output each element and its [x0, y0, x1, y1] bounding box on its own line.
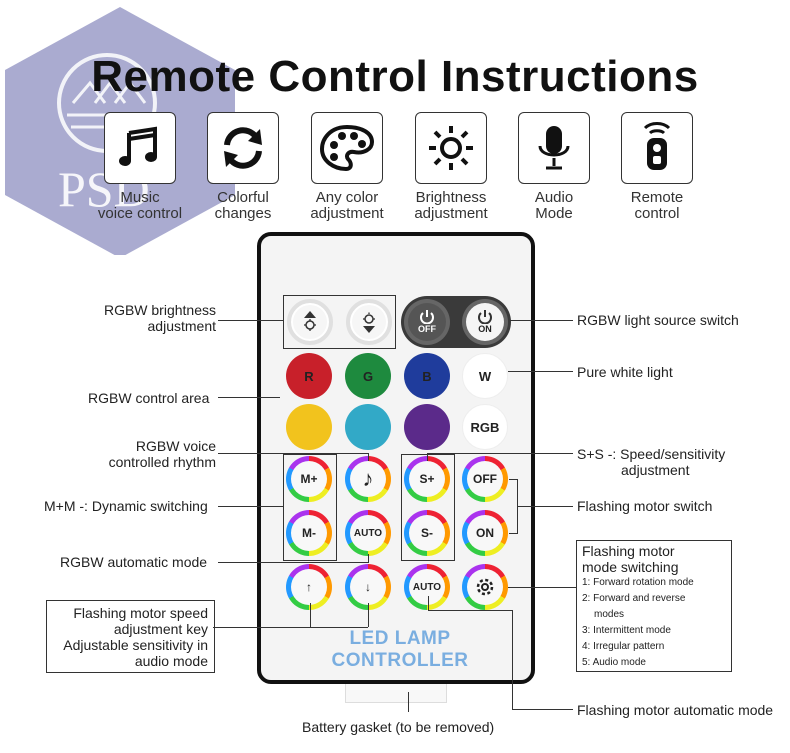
off-button[interactable]: OFF [404, 299, 450, 345]
arrow-down-icon: ↓ [350, 569, 386, 605]
brightness-down-button[interactable] [346, 299, 392, 345]
leader-line [368, 453, 369, 461]
power-icon [420, 310, 434, 324]
motor-switch-annotation: Flashing motor switch [577, 498, 713, 514]
yellow-button[interactable] [286, 404, 332, 450]
s-plus-button[interactable]: S+ [404, 456, 450, 502]
feature-remote: Remote control [602, 112, 712, 222]
auto-mode-annotation: RGBW automatic mode [60, 554, 208, 570]
motor-auto-button[interactable]: AUTO [404, 564, 450, 610]
white-button[interactable]: W [462, 353, 508, 399]
feature-brightness: Brightness adjustment [396, 112, 506, 222]
voice-annotation: RGBW voice controlled rhythm [108, 438, 216, 470]
leader-line [512, 610, 513, 710]
m-group-outline [283, 454, 337, 561]
brightness-up-icon [304, 311, 316, 331]
brightness-up-button[interactable] [287, 299, 333, 345]
feature-audio: Audio Mode [499, 112, 609, 222]
brightness-annotation: RGBW brightness adjustment [103, 302, 216, 334]
m-minus-button[interactable]: M- [286, 510, 332, 556]
motor-speed-down-button[interactable]: ↓ [345, 564, 391, 610]
leader-line [508, 371, 573, 372]
m-plus-button[interactable]: M+ [286, 456, 332, 502]
leader-line [218, 397, 280, 398]
flash-on-button[interactable]: ON [462, 510, 508, 556]
gear-icon [467, 569, 503, 605]
palette-icon [311, 112, 383, 184]
motor-speed-up-button[interactable]: ↑ [286, 564, 332, 610]
leader-line [218, 453, 368, 454]
leader-line [310, 603, 311, 627]
leader-line [427, 453, 428, 461]
leader-line [517, 506, 573, 507]
flash-off-button[interactable]: OFF [462, 456, 508, 502]
motor-speed-annotation: Flashing motor speed adjustment key Adju… [46, 600, 215, 673]
battery-gasket [345, 684, 447, 703]
purple-button[interactable] [404, 404, 450, 450]
leader-line [218, 506, 283, 507]
feature-colorful: Colorful changes [188, 112, 298, 222]
refresh-arrows-icon [207, 112, 279, 184]
rgb-button[interactable]: RGB [462, 404, 508, 450]
speed-annotation: S+S -: Speed/sensitivity adjustment [577, 446, 726, 478]
leader-line [508, 587, 576, 588]
leader-line [427, 453, 573, 454]
brightness-group-outline [283, 295, 396, 349]
leader-line [213, 627, 368, 628]
motor-auto-annotation: Flashing motor automatic mode [577, 702, 774, 718]
arrow-up-icon: ↑ [291, 569, 327, 605]
microphone-icon [518, 112, 590, 184]
leader-line [512, 709, 573, 710]
leader-line [218, 320, 284, 321]
cyan-button[interactable] [345, 404, 391, 450]
rgbw-auto-button[interactable]: AUTO [345, 510, 391, 556]
leader-line [428, 610, 512, 611]
brightness-down-icon [363, 312, 375, 333]
mode-switch-annotation: Flashing motor mode switching 1: Forward… [576, 540, 732, 672]
remote-footer-label: LED LAMP CONTROLLER [331, 628, 469, 671]
s-minus-button[interactable]: S- [404, 510, 450, 556]
power-icon [478, 310, 492, 324]
leader-line [510, 320, 573, 321]
leader-line [218, 562, 368, 563]
page-title: Remote Control Instructions [91, 52, 699, 101]
music-rhythm-button[interactable]: ♪ [345, 456, 391, 502]
green-button[interactable]: G [345, 353, 391, 399]
remote-icon [621, 112, 693, 184]
feature-music: Music voice control [85, 112, 195, 222]
leader-line [408, 692, 409, 712]
s-group-outline [401, 454, 455, 561]
leader-line [368, 603, 369, 627]
leader-line [368, 554, 369, 563]
light-switch-annotation: RGBW light source switch [577, 312, 739, 328]
pure-white-annotation: Pure white light [577, 364, 673, 380]
motor-mode-button[interactable] [462, 564, 508, 610]
sun-brightness-icon [415, 112, 487, 184]
feature-any-color: Any color adjustment [292, 112, 402, 222]
leader-line [509, 479, 517, 480]
music-notes-icon [104, 112, 176, 184]
music-note-icon: ♪ [350, 461, 386, 497]
control-area-annotation: RGBW control area [88, 390, 210, 406]
leader-line [428, 596, 429, 610]
red-button[interactable]: R [286, 353, 332, 399]
on-button[interactable]: ON [462, 299, 508, 345]
blue-button[interactable]: B [404, 353, 450, 399]
battery-annotation: Battery gasket (to be removed) [302, 719, 495, 735]
dynamic-annotation: M+M -: Dynamic switching [44, 498, 208, 514]
leader-line [509, 533, 517, 534]
